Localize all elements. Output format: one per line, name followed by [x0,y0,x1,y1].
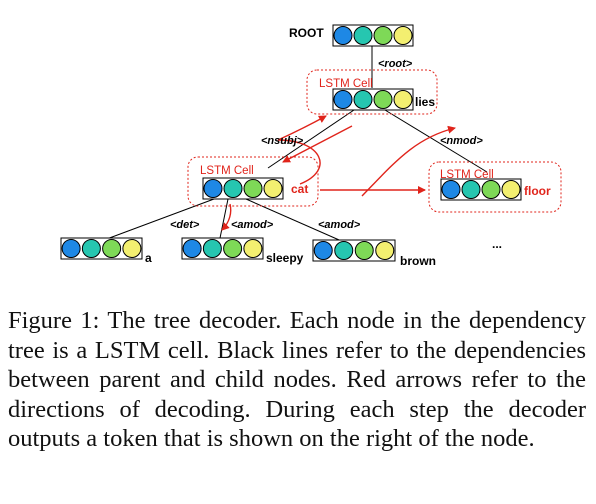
decode-arrow-lies-to-cat [282,125,353,163]
token-a: a [145,251,152,265]
cell-lies [332,88,414,111]
cell-lies-box [332,88,414,111]
dependency-cat-sleepy [218,198,229,244]
dependency-cat-brown [245,198,347,244]
edge-label-amod-2: <amod> [318,219,361,231]
lstm-cell-frame-cat [187,156,319,207]
cell-sleepy [181,237,264,260]
cell-lies-state-circle-2 [353,90,373,109]
cell-root-state-circle-1 [333,26,353,45]
cell-brown-box [312,239,396,262]
cell-cat-state-circle-3 [243,179,263,198]
cell-a-state-circle-4 [122,239,142,258]
dependency-lies-floor [384,109,488,173]
cell-sleepy-box [181,237,264,260]
token-lies: lies [415,95,435,109]
lstm-cell-label-cat: LSTM Cell [200,165,254,177]
cell-brown-state-circle-2 [334,241,354,260]
cell-floor-state-circle-4 [501,180,521,199]
cell-brown [312,239,396,262]
cell-lies-state-circle-3 [373,90,393,109]
decode-arrows [221,115,456,231]
dependency-cat-a [95,198,215,244]
decode-arrow-cat-back-to-lies [277,115,327,185]
cell-brown-state-circle-4 [375,241,395,260]
cell-root [332,24,414,47]
cell-groups [60,24,522,262]
cell-sleepy-state-circle-2 [202,239,222,258]
tree-decoder-diagram: ROOT LSTM Cell LSTM Cell LSTM Cell <root… [60,24,562,268]
cell-lies-state-circle-4 [393,90,413,109]
decode-arrow-floor-back-to-lies [361,125,456,197]
cell-brown-state-circle-1 [313,241,333,260]
cell-cat-state-circle-2 [223,179,243,198]
cell-cat-box [202,177,284,200]
cell-sleepy-state-circle-4 [243,239,263,258]
cell-root-state-circle-3 [373,26,393,45]
cell-root-box [332,24,414,47]
cell-cat-state-circle-1 [203,179,223,198]
cell-floor-state-circle-2 [461,180,481,199]
cell-floor-state-circle-3 [481,180,501,199]
cell-sleepy-state-circle-3 [223,239,243,258]
edge-label-nsubj: <nsubj> [261,135,304,147]
edge-label-root: <root> [378,58,413,70]
cell-floor [440,178,522,201]
edge-label-amod-1: <amod> [231,219,274,231]
decode-arrow-cat-to-sleepy [221,203,232,231]
cell-floor-box [440,178,522,201]
ellipsis: ... [492,237,502,251]
token-floor: floor [524,184,551,198]
cell-root-state-circle-2 [353,26,373,45]
lstm-cell-label-lies: LSTM Cell [319,78,373,90]
token-sleepy: sleepy [266,251,304,265]
edge-label-det: <det> [170,219,200,231]
cell-sleepy-state-circle-1 [182,239,202,258]
cell-cat [202,177,284,200]
cell-a-state-circle-1 [61,239,81,258]
edge-label-nmod: <nmod> [440,135,483,147]
cell-a-state-circle-3 [102,239,122,258]
cell-root-state-circle-4 [393,26,413,45]
token-cat: cat [291,182,308,196]
cell-a-box [60,237,143,260]
cell-a [60,237,143,260]
cell-a-state-circle-2 [81,239,101,258]
lstm-cell-label-floor: LSTM Cell [440,169,494,181]
lstm-cell-frame-lies [306,69,438,115]
cell-lies-state-circle-1 [333,90,353,109]
token-brown: brown [400,254,436,268]
root-label: ROOT [289,26,324,40]
figure-caption: Figure 1: The tree decoder. Each node in… [8,307,586,452]
lstm-cell-frame-floor [428,161,562,213]
cell-cat-state-circle-4 [263,179,283,198]
cell-brown-state-circle-3 [354,241,374,260]
cell-floor-state-circle-1 [441,180,461,199]
